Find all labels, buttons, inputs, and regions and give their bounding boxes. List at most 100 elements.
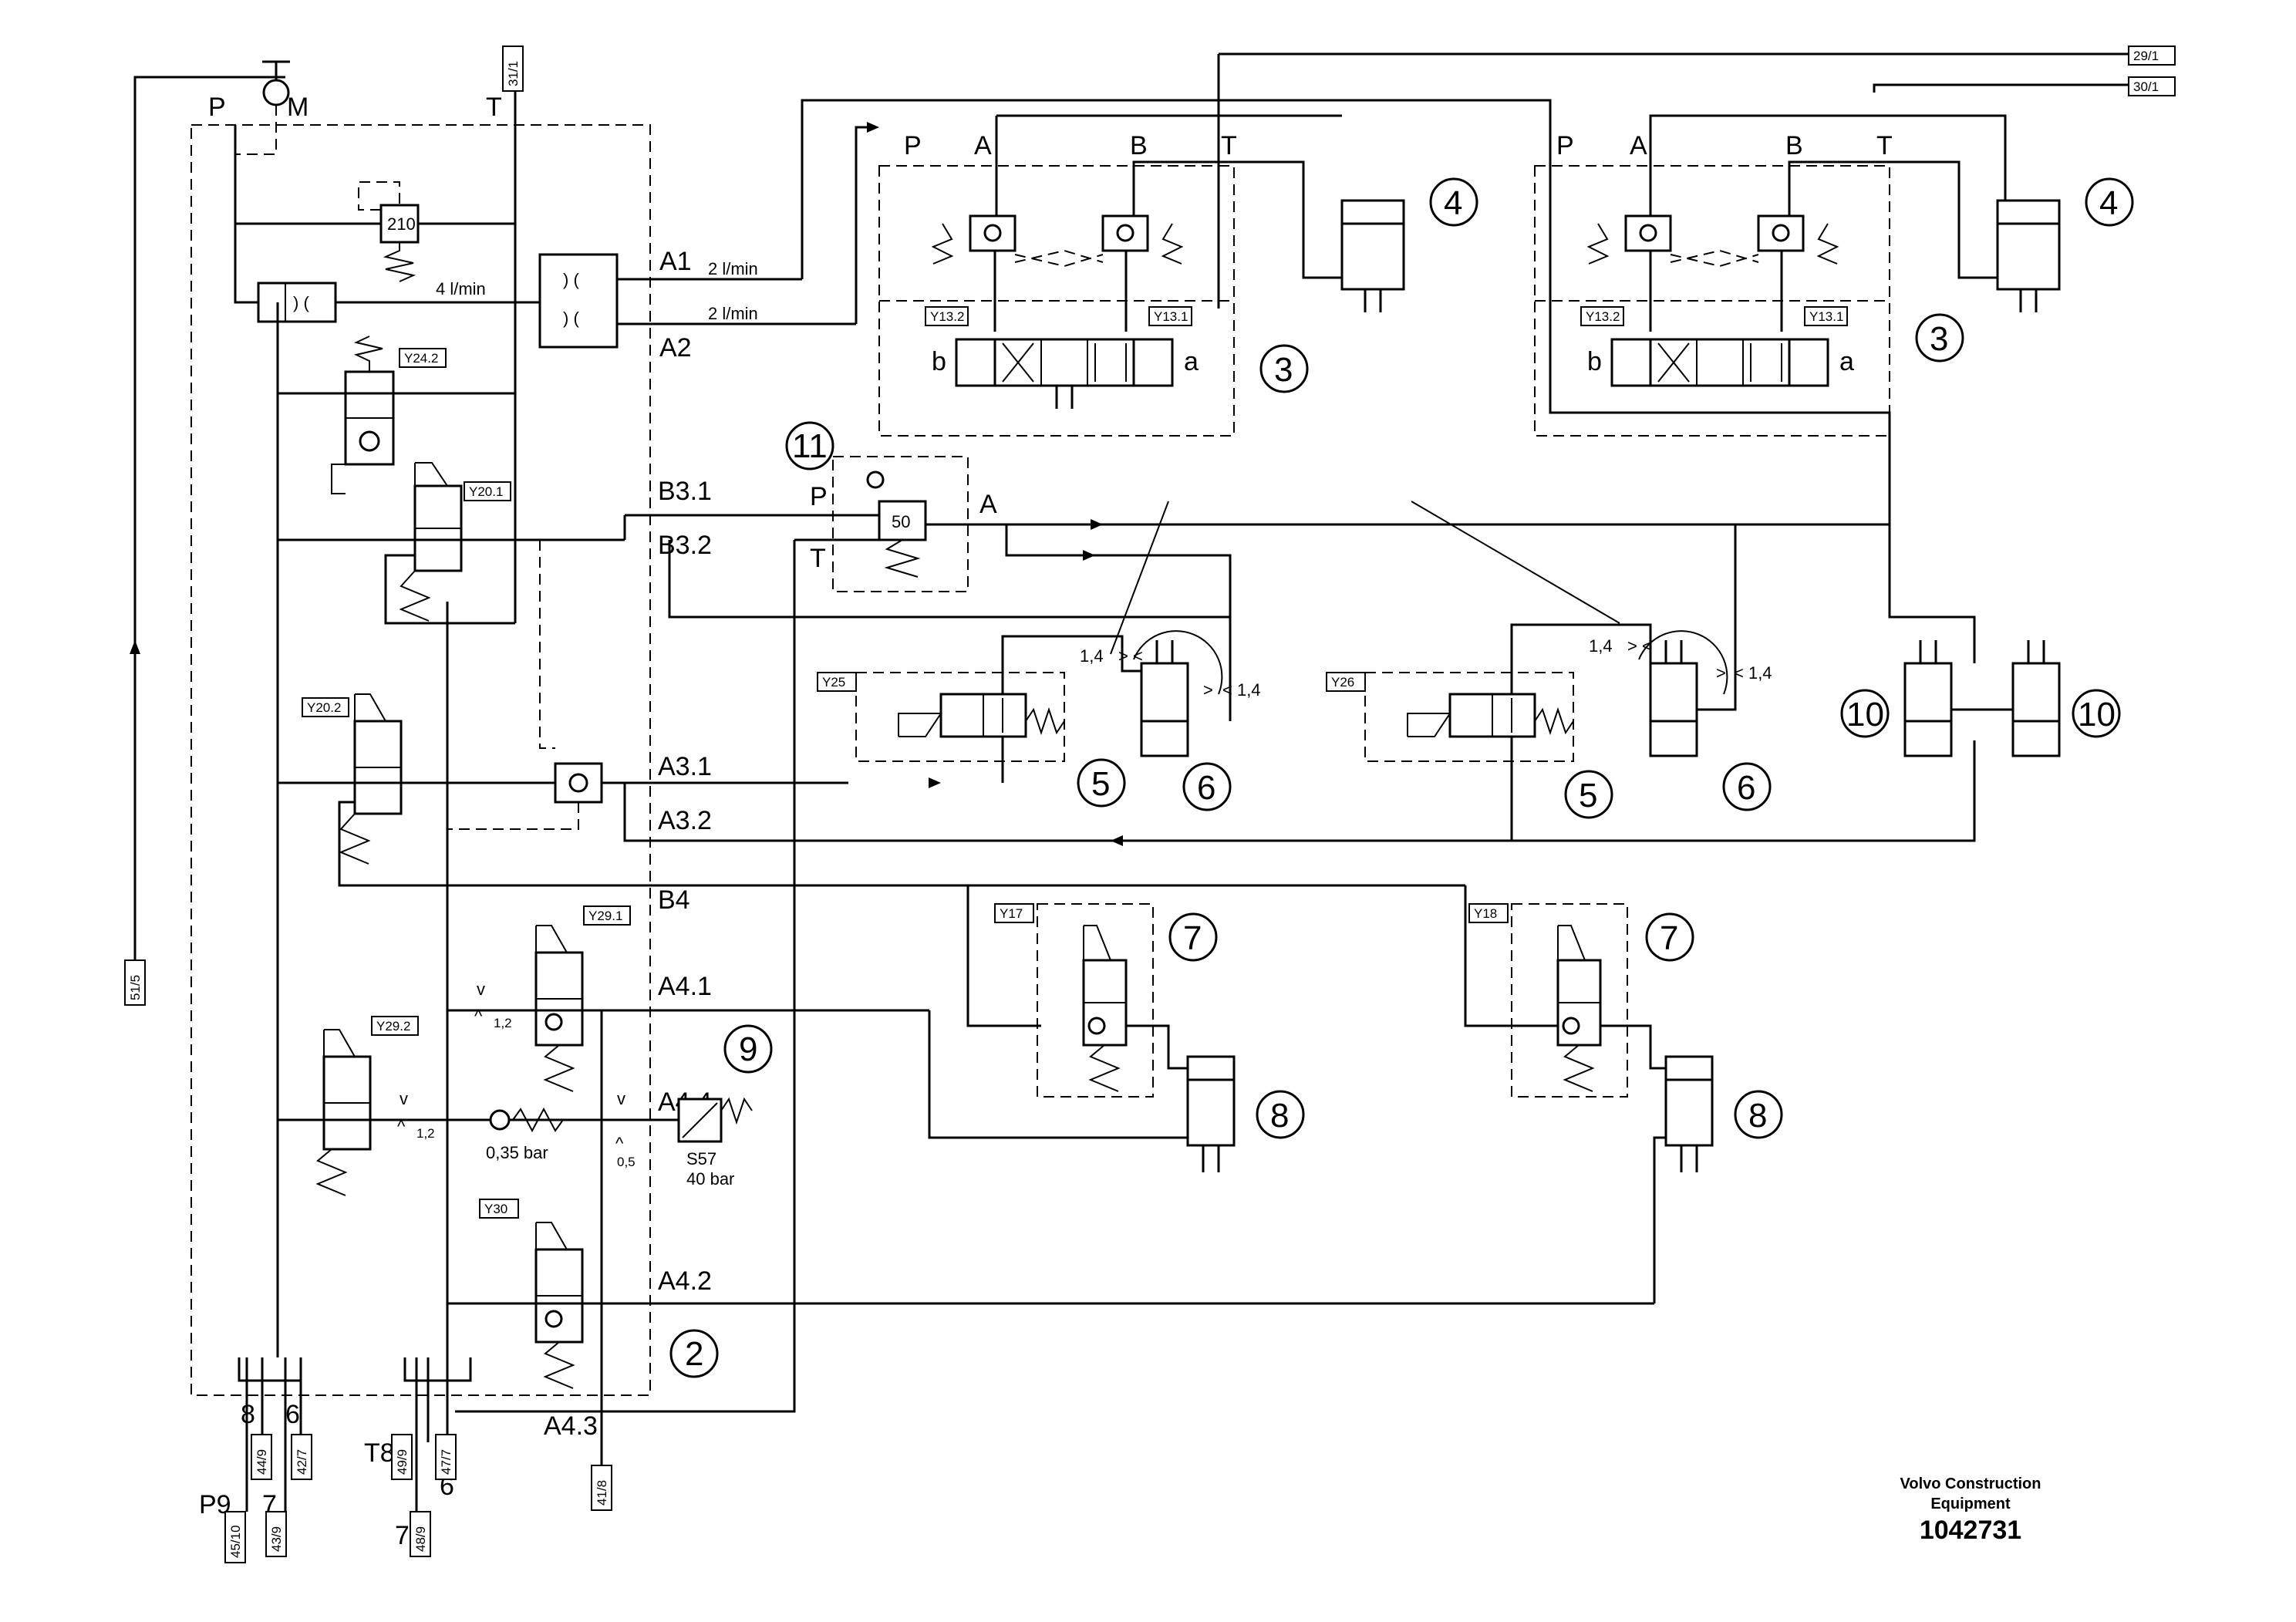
bottom-t8: T8: [364, 1438, 395, 1468]
port-3r-t: T: [1876, 131, 1893, 160]
component-3-left-outline: [878, 165, 1235, 437]
port-a2: A2: [659, 333, 692, 363]
component-3-right: 3: [1930, 320, 1948, 358]
component-4-right-circle: [2085, 177, 2134, 227]
tag-y13-2-r: Y13.2: [1586, 309, 1620, 324]
footer-doc-number: 1042731: [1920, 1516, 2021, 1545]
cylinder-8-left: [1186, 1055, 1236, 1147]
component-10-left-circle: [1840, 689, 1890, 738]
svg-text:) (: ) (: [293, 293, 309, 312]
port-11-t: T: [810, 544, 826, 573]
component-5-left-circle: [1077, 758, 1126, 808]
port-11-a: A: [979, 490, 997, 519]
label-3l-b: b: [932, 347, 946, 376]
ratio-1-4-left: 1,4: [1080, 646, 1104, 666]
footer-company-line1: Volvo Construction: [1900, 1475, 2041, 1492]
label-3l-a: a: [1184, 347, 1199, 376]
svg-text:50: 50: [892, 512, 910, 531]
tag-y26: Y26: [1331, 675, 1354, 690]
tag-y25: Y25: [822, 675, 845, 690]
cylinder-6-left: [1140, 662, 1189, 757]
cylinder-6-right: [1649, 662, 1698, 757]
port-3r-a: A: [1630, 131, 1647, 160]
component-3-right-circle: [1915, 313, 1964, 363]
component-6-left-circle: [1182, 762, 1232, 811]
value-1-2-b: 1,2: [416, 1126, 435, 1141]
ref-47-7: 47/7: [439, 1449, 453, 1475]
tag-y29-1: Y29.1: [588, 909, 622, 923]
label-s57: S57: [686, 1149, 716, 1168]
component-10-right: 10: [2078, 696, 2116, 733]
svg-text:) (: ) (: [563, 270, 579, 289]
flow-divider-a1a2: [538, 253, 619, 349]
svg-text:v: v: [400, 1089, 408, 1108]
component-5-right-circle: [1564, 770, 1613, 819]
cylinder-10-right: [2011, 662, 2061, 757]
flow-4-label: 4 l/min: [436, 279, 486, 298]
port-3l-b: B: [1130, 131, 1148, 160]
tag-y13-1-r: Y13.1: [1809, 309, 1843, 324]
bottom-7b: 7: [395, 1521, 410, 1550]
component-9-circle: [723, 1024, 773, 1074]
cylinder-8-right: [1664, 1055, 1714, 1147]
component-8-right-circle: [1734, 1090, 1783, 1139]
port-m-label: M: [287, 93, 308, 122]
directional-valve-3r: [1649, 338, 1791, 387]
svg-text:) (: ) (: [563, 309, 579, 328]
component-7-right-outline: [1511, 903, 1628, 1098]
component-3-left: 3: [1274, 351, 1293, 389]
tag-y24-2: Y24.2: [404, 351, 438, 366]
footer-company-line2: Equipment: [1930, 1496, 2011, 1512]
component-10-right-circle: [2072, 689, 2121, 738]
ref-44-9: 44/9: [255, 1449, 269, 1475]
line-51-5: [133, 76, 285, 960]
port-a1: A1: [659, 247, 692, 276]
bottom-8: 8: [241, 1400, 255, 1429]
component-11-circle: [785, 421, 834, 470]
label-3r-a: a: [1839, 347, 1854, 376]
svg-text:^: ^: [615, 1134, 624, 1153]
port-3r-p: P: [1556, 131, 1574, 160]
ref-45-10: 45/10: [228, 1525, 243, 1558]
port-b3-2: B3.2: [658, 531, 712, 560]
ref-49-9: 49/9: [395, 1449, 410, 1475]
svg-text:^: ^: [474, 1007, 483, 1026]
bottom-6: 6: [285, 1400, 300, 1429]
ref-30-1: 30/1: [2133, 79, 2159, 94]
component-3-right-outline: [1534, 165, 1890, 437]
check-valve-035: [489, 1109, 511, 1131]
port-a3-2: A3.2: [658, 806, 712, 835]
tag-y30: Y30: [484, 1202, 507, 1216]
arrow-up: [130, 640, 140, 654]
ratio-gt-right: < 1,4: [1734, 663, 1772, 683]
svg-text:v: v: [617, 1089, 625, 1108]
tag-y13-2-l: Y13.2: [930, 309, 964, 324]
component-5-left: 5: [1091, 765, 1110, 803]
port-p-label: P: [208, 93, 226, 122]
svg-text:>: >: [1716, 663, 1726, 683]
label-40-bar: 40 bar: [686, 1169, 734, 1189]
cylinder-4-right: [1996, 199, 2061, 291]
component-5-right: 5: [1579, 777, 1597, 814]
component-4-right: 4: [2099, 184, 2118, 222]
component-10-left: 10: [1846, 696, 1884, 733]
directional-valve-3l: [993, 338, 1135, 387]
component-7-left-outline: [1037, 903, 1154, 1098]
svg-text:> <: > <: [1118, 646, 1143, 666]
svg-text:^: ^: [397, 1117, 406, 1136]
component-6-right-circle: [1722, 762, 1772, 811]
p-line: [234, 125, 278, 304]
svg-text:210: 210: [387, 214, 416, 234]
component-2-circle: [669, 1329, 719, 1378]
component-5-right-outline: [1364, 672, 1574, 762]
valve-block-2-outline: [190, 124, 651, 1396]
ref-29-1: 29/1: [2133, 49, 2159, 63]
port-11-p: P: [810, 482, 828, 511]
ratio-gt-left: < 1,4: [1222, 680, 1261, 700]
lock-valve-r2: [1757, 214, 1805, 252]
tag-y20-2: Y20.2: [307, 700, 341, 715]
svg-text:v: v: [477, 980, 485, 999]
tag-y18: Y18: [1474, 906, 1497, 921]
component-9: 9: [739, 1030, 757, 1068]
